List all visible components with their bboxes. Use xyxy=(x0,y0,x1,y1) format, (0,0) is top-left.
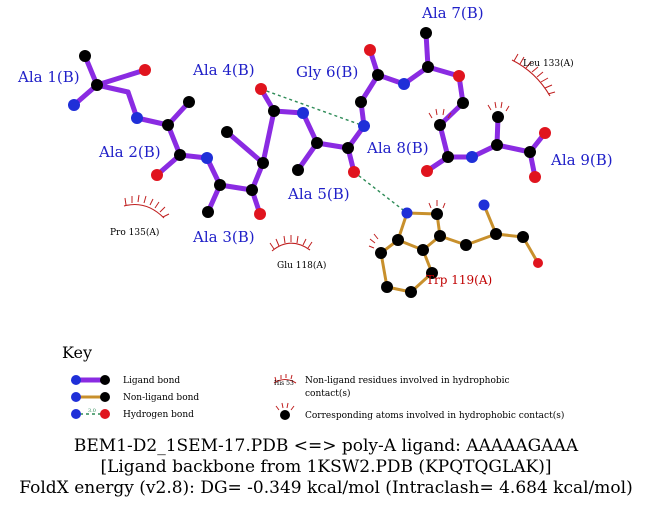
label-ala7: Ala 7(B) xyxy=(421,4,484,22)
leu133-arc xyxy=(511,53,556,97)
caption-line2: [Ligand backbone from 1KSW2.PDB (KPQTQGL… xyxy=(100,457,551,477)
ligand-residue-labels: Ala 1(B) Ala 2(B) Ala 3(B) Ala 4(B) Ala … xyxy=(17,4,613,246)
key: Key Ligand bond Non-ligand bond 3.0 Hydr… xyxy=(62,343,564,421)
key-hydrophobic-residue: His 53 Non-ligand residues involved in h… xyxy=(273,374,510,399)
key-hydrophobic-atom: Corresponding atoms involved in hydropho… xyxy=(275,402,564,421)
key-title: Key xyxy=(62,343,92,362)
svg-text:Corresponding atoms involved i: Corresponding atoms involved in hydropho… xyxy=(305,410,564,421)
hydrophobic-residue-labels: Leu 133(A) Pro 135(A) Glu 118(A) xyxy=(110,58,574,271)
svg-text:Non-ligand residues involved i: Non-ligand residues involved in hydropho… xyxy=(305,376,510,386)
label-gly6: Gly 6(B) xyxy=(296,63,358,81)
caption-line3: FoldX energy (v2.8): DG= -0.349 kcal/mol… xyxy=(19,478,632,498)
svg-text:Ligand bond: Ligand bond xyxy=(123,376,180,386)
key-hydrogen-bond: 3.0 Hydrogen bond xyxy=(71,408,194,420)
label-ala8: Ala 8(B) xyxy=(366,139,429,157)
svg-text:Non-ligand bond: Non-ligand bond xyxy=(123,393,199,403)
caption-line1: BEM1-D2_1SEM-17.PDB <=> poly-A ligand: A… xyxy=(74,436,579,456)
label-leu133: Leu 133(A) xyxy=(523,58,574,69)
label-ala4: Ala 4(B) xyxy=(192,61,255,79)
hbond-ala5-trp119 xyxy=(353,171,408,214)
label-ala3: Ala 3(B) xyxy=(192,228,255,246)
hydrogen-bonds xyxy=(260,88,408,214)
hydrophobic-atom-marks xyxy=(368,101,510,249)
svg-text:Hydrogen bond: Hydrogen bond xyxy=(123,410,194,420)
label-ala2: Ala 2(B) xyxy=(98,143,161,161)
svg-text:contact(s): contact(s) xyxy=(305,388,351,399)
hbond-ala4-ala8 xyxy=(260,88,365,127)
label-ala1: Ala 1(B) xyxy=(17,68,80,86)
svg-text:His 53: His 53 xyxy=(274,380,294,387)
key-nonligand-bond: Non-ligand bond xyxy=(71,392,199,403)
glu118-arc xyxy=(269,235,313,252)
svg-text:3.0: 3.0 xyxy=(88,408,96,414)
atoms xyxy=(68,27,551,298)
label-ala9: Ala 9(B) xyxy=(550,151,613,169)
key-ligand-bond: Ligand bond xyxy=(71,375,180,386)
pro135-arc xyxy=(123,194,170,219)
label-trp119: Trp 119(A) xyxy=(426,273,492,287)
label-pro135: Pro 135(A) xyxy=(110,227,159,238)
caption: BEM1-D2_1SEM-17.PDB <=> poly-A ligand: A… xyxy=(19,436,632,498)
label-ala5: Ala 5(B) xyxy=(287,185,350,203)
label-glu118: Glu 118(A) xyxy=(277,260,326,271)
